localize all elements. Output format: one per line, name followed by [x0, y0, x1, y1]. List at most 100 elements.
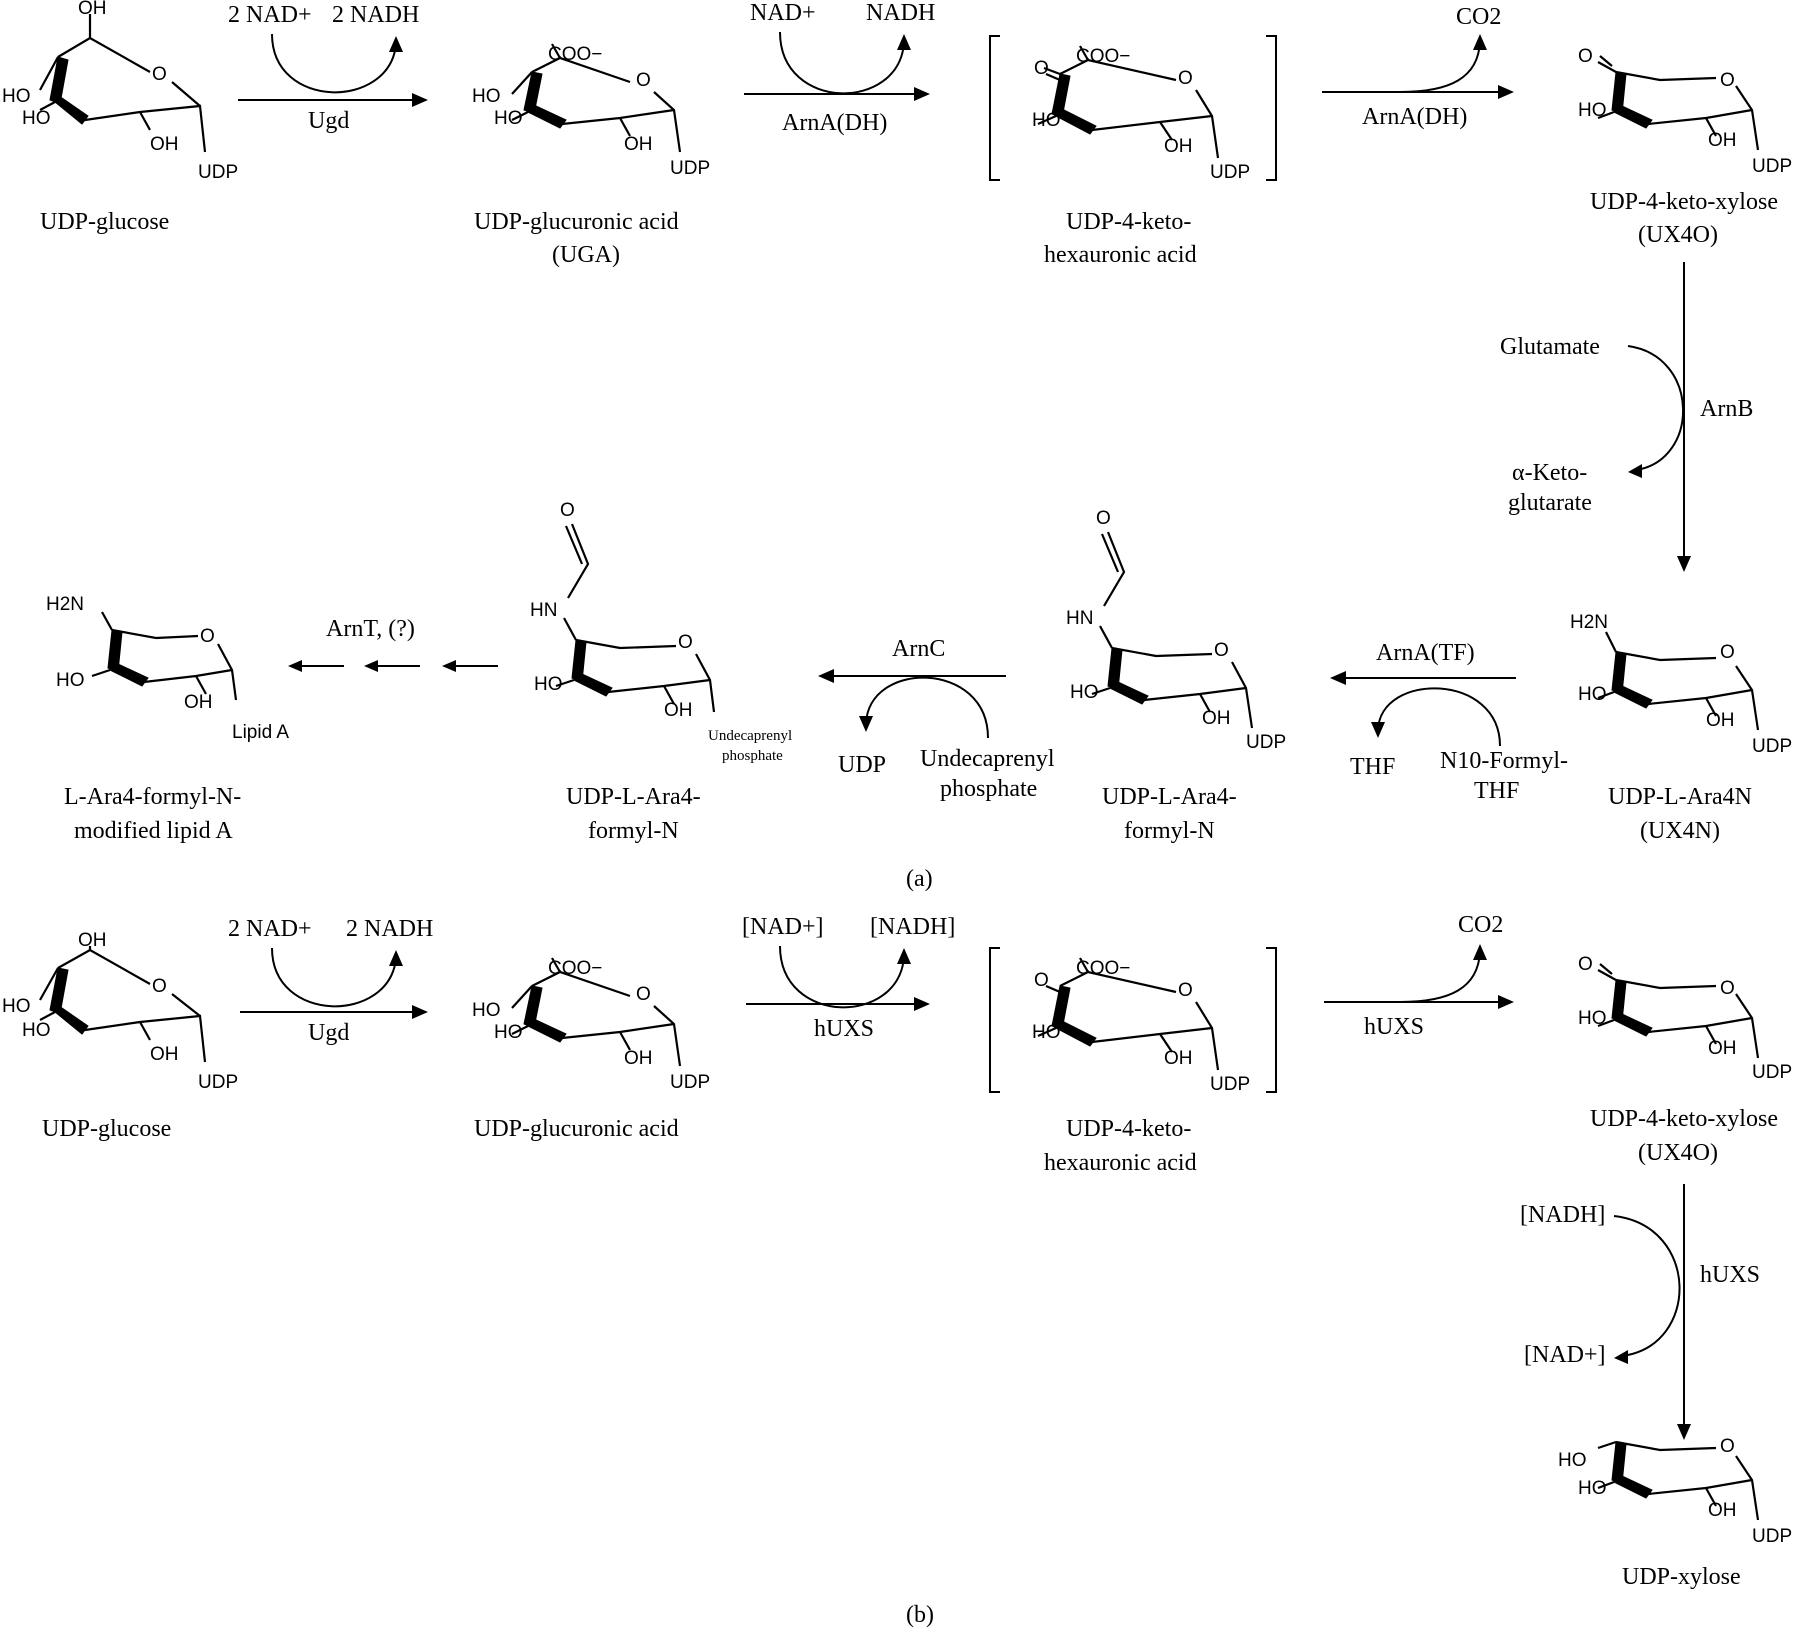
- formyl-o-label: O: [560, 500, 575, 521]
- formyl-n-name-line1: UDP-L-Ara4-: [1102, 784, 1237, 810]
- hn-label: HN: [1066, 608, 1093, 629]
- udp-label: UDP: [1210, 1074, 1250, 1095]
- udp-label: UDP: [1210, 162, 1250, 183]
- oh-label: OH: [1202, 708, 1231, 729]
- reaction-arnt-a: ArnT, (?): [288, 616, 498, 672]
- undecaprenyl-input-line2: phosphate: [940, 776, 1037, 802]
- oh-label: OH: [78, 0, 107, 19]
- ring-o-label: O: [1178, 980, 1193, 1001]
- oh-label: OH: [1706, 710, 1735, 731]
- amino-label: H2N: [1570, 612, 1608, 633]
- ux4n-structure-a: H2N HO O OH UDP: [1570, 612, 1792, 757]
- ring-o-label: O: [200, 626, 215, 647]
- reaction-huxs-1-b: [NAD+] [NADH] hUXS: [742, 914, 955, 1042]
- udp-label: UDP: [670, 1072, 710, 1093]
- ux4o-name-b-line2: (UX4O): [1638, 1140, 1718, 1166]
- ho-label: HO: [22, 1020, 51, 1041]
- ho-label: HO: [1032, 1022, 1061, 1043]
- udp-glucose-name-b: UDP-glucose: [42, 1116, 171, 1142]
- oh-label: OH: [78, 930, 107, 951]
- enzyme-label: ArnA(DH): [1362, 104, 1467, 130]
- ux4o-structure-b: O HO O OH UDP: [1578, 954, 1792, 1083]
- reaction-ugd-a: 2 NAD+ 2 NADH Ugd: [228, 2, 428, 134]
- ho-label: HO: [2, 86, 31, 107]
- carboxylate-label: COO−: [548, 44, 602, 65]
- lipid-a-label: Lipid A: [232, 722, 289, 743]
- ring-o-label: O: [1178, 68, 1193, 89]
- ho-label: HO: [1578, 684, 1607, 705]
- formyl-thf-line2: THF: [1474, 778, 1519, 804]
- ketoglutarate-line1: α-Keto-: [1512, 460, 1587, 486]
- formyl-n-name-line2: formyl-N: [1124, 818, 1215, 844]
- keto-hex-name-line2: hexauronic acid: [1044, 242, 1197, 268]
- udp-glucose-name: UDP-glucose: [40, 209, 169, 235]
- ring-o-label: O: [678, 632, 693, 653]
- ux4o-name-line1: UDP-4-keto-xylose: [1590, 189, 1778, 215]
- udp-glucose-structure-b: OH HO HO O OH UDP: [2, 930, 238, 1093]
- enzyme-label: ArnC: [892, 636, 945, 662]
- keto-o-label: O: [1034, 970, 1049, 991]
- ux4o-name-b-line1: UDP-4-keto-xylose: [1590, 1106, 1778, 1132]
- udp-output: UDP: [838, 752, 886, 778]
- udp-label: UDP: [198, 162, 238, 183]
- ring-o-label: O: [636, 984, 651, 1005]
- lipid-name-line2: modified lipid A: [74, 818, 233, 844]
- keto-o-label: O: [1578, 46, 1593, 67]
- keto-hex-name-line1: UDP-4-keto-: [1066, 209, 1191, 235]
- ring-o-label: O: [1720, 642, 1735, 663]
- ring-o-label: O: [1720, 70, 1735, 91]
- undecaprenyl-label-line2: phosphate: [722, 748, 783, 764]
- nadh-input: [NADH]: [1520, 1202, 1605, 1228]
- formyl-n-structure-a: HN O HO O OH UDP: [1066, 508, 1286, 753]
- formyl-thf-line1: N10-Formyl-: [1440, 748, 1568, 774]
- ketoglutarate-line2: glutarate: [1508, 490, 1592, 516]
- ho-label: HO: [2, 996, 31, 1017]
- reaction-arnc-a: ArnC UDP Undecaprenyl phosphate: [818, 636, 1055, 802]
- udp-label: UDP: [1752, 736, 1792, 757]
- ho-label: HO: [22, 108, 51, 129]
- enzyme-label: ArnT, (?): [326, 616, 415, 642]
- udp-glucuronic-acid-structure-a: COO− HO HO O OH UDP: [472, 43, 710, 179]
- ho-label: HO: [1578, 1478, 1607, 1499]
- nadh-output: NADH: [866, 0, 935, 26]
- oh-label: OH: [664, 700, 693, 721]
- panel-b-caption: (b): [906, 1602, 934, 1628]
- oh-label: OH: [624, 1048, 653, 1069]
- oh-label: OH: [1164, 1048, 1193, 1069]
- carboxylate-label: COO−: [548, 958, 602, 979]
- oh-label: OH: [624, 134, 653, 155]
- oh-label: OH: [184, 692, 213, 713]
- panel-a-caption: (a): [906, 866, 933, 892]
- ring-o-label: O: [636, 70, 651, 91]
- uga-name-line2: (UGA): [552, 242, 620, 268]
- udp-label: UDP: [670, 158, 710, 179]
- ho-label: HO: [472, 1000, 501, 1021]
- keto-hexauronic-structure-a: O COO− HO O OH UDP: [989, 35, 1277, 183]
- nad-output: [NAD+]: [1524, 1342, 1606, 1368]
- enzyme-label: hUXS: [1700, 1262, 1760, 1288]
- reaction-arnb-a: Glutamate ArnB α-Keto- glutarate: [1500, 262, 1753, 572]
- keto-hex-name-b-line1: UDP-4-keto-: [1066, 1116, 1191, 1142]
- ho-label: HO: [1558, 1450, 1587, 1471]
- reaction-decarboxylation-a: CO2 ArnA(DH): [1322, 4, 1514, 130]
- ho-label: HO: [56, 670, 85, 691]
- ring-o-label: O: [1720, 978, 1735, 999]
- ux4o-name-line2: (UX4O): [1638, 222, 1718, 248]
- reaction-arna-tf-a: ArnA(TF) THF N10-Formyl- THF: [1330, 640, 1568, 804]
- nad-input: 2 NAD+: [228, 916, 312, 942]
- undecaprenyl-input-line1: Undecaprenyl: [920, 746, 1055, 772]
- reaction-huxs-2-b: CO2 hUXS: [1324, 912, 1514, 1040]
- oh-label: OH: [1708, 1038, 1737, 1059]
- enzyme-label: ArnB: [1700, 396, 1753, 422]
- oh-label: OH: [150, 134, 179, 155]
- ho-label: HO: [1578, 1008, 1607, 1029]
- ho-label: HO: [1032, 110, 1061, 131]
- ho-label: HO: [494, 1022, 523, 1043]
- nad-input: NAD+: [750, 0, 816, 26]
- nadh-output: [NADH]: [870, 914, 955, 940]
- oh-label: OH: [1164, 136, 1193, 157]
- udp-label: UDP: [1752, 156, 1792, 177]
- lipid-a-structure-a: H2N HO O OH Lipid A: [46, 594, 289, 743]
- undec-formyl-name-line2: formyl-N: [588, 818, 679, 844]
- ho-label: HO: [1070, 682, 1099, 703]
